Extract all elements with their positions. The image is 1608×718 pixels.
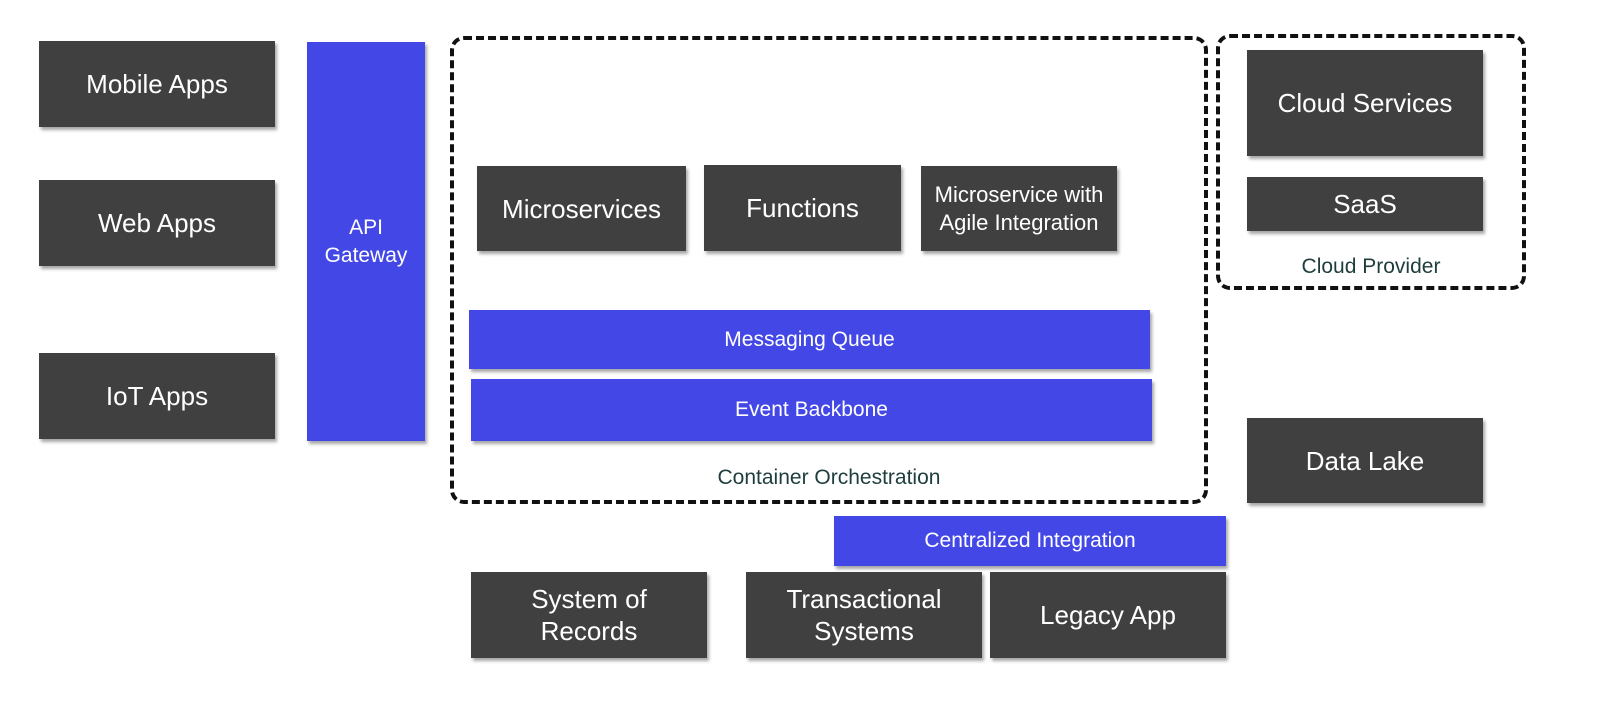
messaging-queue-label: Messaging Queue <box>724 327 895 351</box>
legacy-app-label: Legacy App <box>1040 600 1176 630</box>
agile-integration-label: Microservice with Agile Integration <box>934 181 1104 235</box>
cloud-services-box: Cloud Services <box>1247 50 1483 156</box>
web-apps-box: Web Apps <box>39 180 275 266</box>
web-apps-label: Web Apps <box>97 208 217 238</box>
event-backbone-label: Event Backbone <box>735 398 888 421</box>
centralized-integration-bar: Centralized Integration <box>834 516 1226 566</box>
functions-label: Functions <box>746 193 859 223</box>
system-of-records-label: System of Records <box>531 584 647 646</box>
iot-apps-label: IoT Apps <box>105 381 209 411</box>
api-gateway-box: API Gateway <box>307 42 425 441</box>
mobile-apps-label: Mobile Apps <box>86 69 228 99</box>
saas-label: SaaS <box>1333 189 1397 219</box>
agile-integration-box: Microservice with Agile Integration <box>921 166 1117 251</box>
data-lake-label: Data Lake <box>1305 445 1425 476</box>
container-orchestration-caption: Container Orchestration <box>717 466 941 489</box>
system-of-records-box: System of Records <box>471 572 707 658</box>
saas-box: SaaS <box>1247 177 1483 231</box>
functions-box: Functions <box>704 165 901 251</box>
legacy-app-box: Legacy App <box>990 572 1226 658</box>
cloud-services-label: Cloud Services <box>1277 88 1453 118</box>
data-lake-box: Data Lake <box>1247 418 1483 503</box>
messaging-queue-bar: Messaging Queue <box>469 310 1150 369</box>
container-orchestration-boundary <box>450 36 1208 504</box>
api-gateway-label: API Gateway <box>324 215 408 267</box>
microservices-label: Microservices <box>502 193 661 224</box>
cloud-provider-caption: Cloud Provider <box>1301 255 1441 278</box>
mobile-apps-box: Mobile Apps <box>39 41 275 127</box>
event-backbone-bar: Event Backbone <box>471 379 1152 441</box>
iot-apps-box: IoT Apps <box>39 353 275 439</box>
microservices-box: Microservices <box>477 166 686 251</box>
transactional-systems-label: Transactional Systems <box>786 584 942 646</box>
transactional-systems-box: Transactional Systems <box>746 572 982 658</box>
centralized-integration-label: Centralized Integration <box>924 529 1136 552</box>
cloud-provider-boundary <box>1216 34 1526 290</box>
